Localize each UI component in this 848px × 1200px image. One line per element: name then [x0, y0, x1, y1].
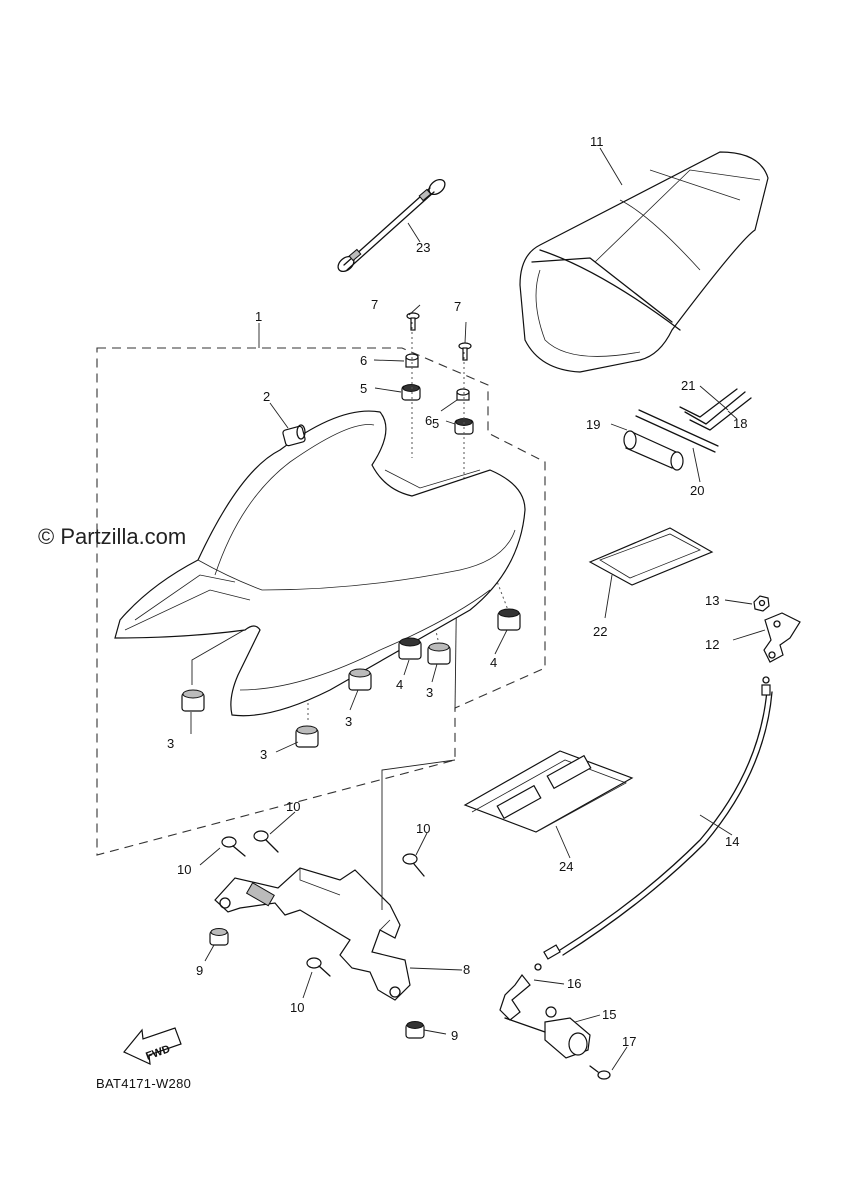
callout-13: 13 [705, 593, 719, 608]
part-15-seat-lock [504, 1006, 591, 1059]
bracket-guide-line [381, 759, 456, 910]
main-seat [114, 410, 526, 717]
part-22-manual-card [588, 527, 714, 586]
part-12-bracket [763, 612, 801, 663]
part-7-bolt-right [458, 342, 472, 361]
callout-10-d: 10 [290, 1000, 304, 1015]
callout-1: 1 [255, 309, 262, 324]
callout-23: 23 [416, 240, 430, 255]
callout-leader-lines [190, 147, 766, 1071]
callout-2: 2 [263, 389, 270, 404]
callout-12: 12 [705, 637, 719, 652]
part-21-hex-wrench [679, 388, 738, 418]
callout-11: 11 [590, 134, 604, 149]
callout-3-c: 3 [426, 685, 433, 700]
part-3-damper-a [181, 689, 205, 712]
part-5-damper-right [454, 418, 474, 435]
part-10-bolt-d [306, 957, 331, 977]
callout-14: 14 [725, 834, 739, 849]
part-7-bolt-left [406, 312, 420, 331]
part-3-damper-b [348, 668, 372, 691]
part-18-hex-wrench [684, 391, 752, 431]
part-3-damper-d [295, 725, 319, 748]
part-10-bolt-c [402, 853, 425, 877]
callout-22: 22 [593, 624, 607, 639]
part-10-bolt-a [221, 836, 246, 857]
callout-9-a: 9 [196, 963, 203, 978]
callout-15: 15 [602, 1007, 616, 1022]
forward-direction-arrow: FWD [123, 1027, 182, 1065]
part-16-lock-lever [499, 973, 531, 1021]
part-24-owner-manual [463, 750, 634, 833]
part-5-damper-left [401, 384, 421, 401]
part-14-seat-lock-cable [534, 676, 773, 971]
callout-5-right: 5 [432, 416, 439, 431]
callout-6-left: 6 [360, 353, 367, 368]
part-9-damper-b [405, 1021, 425, 1039]
callout-9-b: 9 [451, 1028, 458, 1043]
part-17-screw [589, 1065, 611, 1080]
part-6-collar-right [456, 388, 470, 401]
part-20-screwdriver-blade [635, 409, 719, 453]
callout-18: 18 [733, 416, 747, 431]
callout-6-right: 6 [425, 413, 432, 428]
part-4-damper-b [497, 608, 521, 631]
watermark: © Partzilla.com [38, 524, 187, 549]
part-13-nut [753, 595, 770, 612]
callout-4-a: 4 [396, 677, 403, 692]
part-9-damper-a [209, 928, 229, 946]
part-23-seat-strap [337, 178, 446, 273]
part-2-grommet [282, 424, 306, 447]
callout-3-d: 3 [260, 747, 267, 762]
callout-17: 17 [622, 1034, 636, 1049]
callout-19: 19 [586, 417, 600, 432]
callout-7-right: 7 [454, 299, 461, 314]
diagram-code: BAT4171-W280 [96, 1076, 191, 1091]
callout-7-left: 7 [371, 297, 378, 312]
part-4-damper-a [398, 637, 422, 660]
callout-21: 21 [681, 378, 695, 393]
part-8-seat-bracket [214, 867, 411, 1001]
seat-assembly-boundary [96, 347, 546, 856]
callout-24: 24 [559, 859, 573, 874]
callout-3-a: 3 [167, 736, 174, 751]
callout-20: 20 [690, 483, 704, 498]
part-10-bolt-b [253, 830, 279, 853]
callout-4-b: 4 [490, 655, 497, 670]
callout-10-c: 10 [177, 862, 191, 877]
callout-10-b: 10 [416, 821, 430, 836]
callout-5-left: 5 [360, 381, 367, 396]
part-11-rear-seat [519, 151, 769, 373]
callout-3-b: 3 [345, 714, 352, 729]
callout-10-a: 10 [286, 799, 300, 814]
part-6-collar-left [405, 353, 419, 368]
callout-8: 8 [463, 962, 470, 977]
callout-16: 16 [567, 976, 581, 991]
part-19-screwdriver-handle [623, 430, 684, 471]
part-3-damper-c [427, 642, 451, 665]
callout-labels: 1 2 7 7 6 6 5 5 23 11 21 18 19 20 22 13 … [167, 134, 747, 1049]
